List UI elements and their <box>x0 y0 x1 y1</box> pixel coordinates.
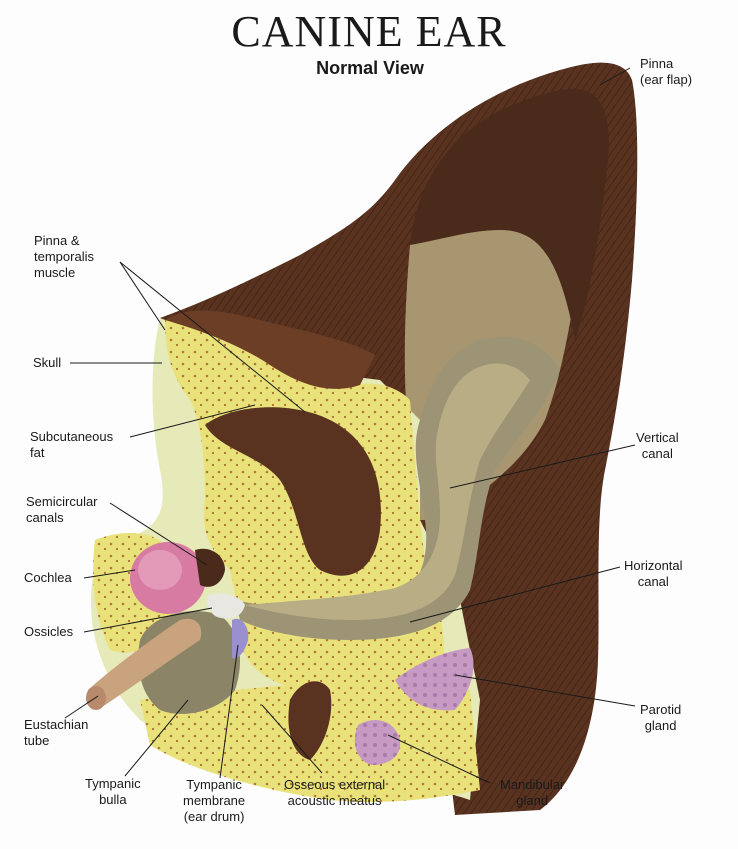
lower-muscle <box>288 681 332 760</box>
page-title: CANINE EAR <box>231 7 507 56</box>
eustachian-tube-shape <box>87 618 202 707</box>
leader-lines <box>64 67 636 784</box>
canal-lining <box>245 363 530 620</box>
mandibular-gland <box>354 720 401 765</box>
label-parotid-gland: Parotid gland <box>640 702 682 733</box>
label-pinna-ear-flap: Pinna (ear flap) <box>640 56 693 87</box>
label-cochlea: Cochlea <box>24 570 72 585</box>
label-tympanic-membrane: Tympanic membrane (ear drum) <box>183 777 246 824</box>
pinna-inner-fur <box>410 88 609 340</box>
label-ossicles: Ossicles <box>24 624 74 639</box>
page-subtitle: Normal View <box>316 58 424 78</box>
label-subcutaneous-fat: Subcutaneous fat <box>30 429 114 460</box>
eustachian-tube-end <box>86 686 106 710</box>
label-semicircular-canals: Semicircular canals <box>26 494 98 525</box>
label-skull: Skull <box>33 355 62 370</box>
temporalis-muscle <box>205 407 381 576</box>
ossicles-shape <box>206 593 245 619</box>
label-mandibular-gland: Mandibular gland <box>500 777 565 808</box>
skin-over-skull <box>165 310 375 389</box>
semicircular-canal-shape <box>195 548 225 587</box>
label-eustachian-tube: Eustachian tube <box>24 717 89 748</box>
cochlea-highlight <box>138 550 182 590</box>
label-pinna-temporalis: Pinna & temporalis muscle <box>34 233 94 280</box>
label-osseous-meatus: Osseous external acoustic meatus <box>284 777 386 808</box>
label-tympanic-bulla: Tympanic bulla <box>85 776 141 807</box>
parotid-gland <box>395 648 474 711</box>
tympanic-membrane-shape <box>232 618 249 659</box>
label-horizontal-canal: Horizontal canal <box>624 558 683 589</box>
label-vertical-canal: Vertical canal <box>636 430 679 461</box>
